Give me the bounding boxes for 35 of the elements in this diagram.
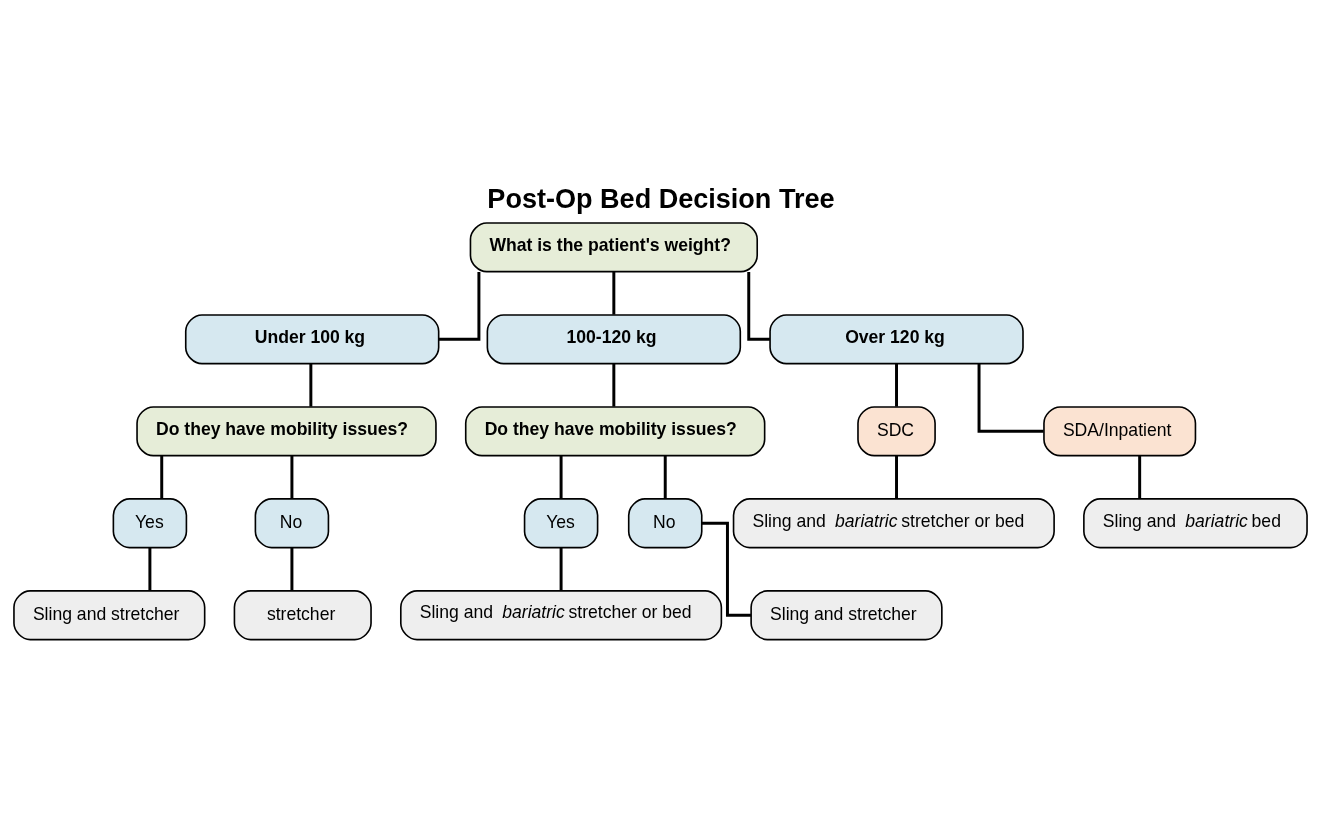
connector [309,363,313,407]
connector [290,547,294,591]
diagram-title: Post-Op Bed Decision Tree [487,183,835,214]
connector [1138,455,1142,499]
connector [663,455,667,499]
connector [701,521,751,617]
connector [439,271,481,341]
node-box: Sling and bariatric stretcher or bed [400,589,723,640]
node-box: What is the patient's weight? [469,221,758,272]
connector [290,455,294,499]
node-box: 100-120 kg [486,313,742,364]
node-box: SDC [857,405,936,456]
connector [148,547,152,591]
node-box: Under 100 kg [184,313,440,364]
connector [895,455,898,499]
node-box: Sling and bariatric bed [1083,497,1308,548]
node-box: No [627,497,703,548]
connector [559,455,563,499]
connector [160,455,164,499]
connector [612,271,616,315]
connector [895,363,898,407]
node-box: SDA/Inpatient [1043,405,1197,456]
node-box: No [254,497,330,548]
node-box: Do they have mobility issues? [464,405,766,456]
node-box: Sling and stretcher [750,589,943,640]
connector [612,363,616,407]
node-box: Over 120 kg [769,313,1024,364]
node-box: Yes [112,497,188,548]
connector [559,547,563,591]
node-box: stretcher [233,589,372,640]
node-box: Sling and stretcher [13,589,206,640]
node-box: Do they have mobility issues? [136,405,437,456]
node-box: Yes [523,497,599,548]
connector [977,363,1044,433]
node-box: Sling and bariatric stretcher or bed [732,497,1055,548]
